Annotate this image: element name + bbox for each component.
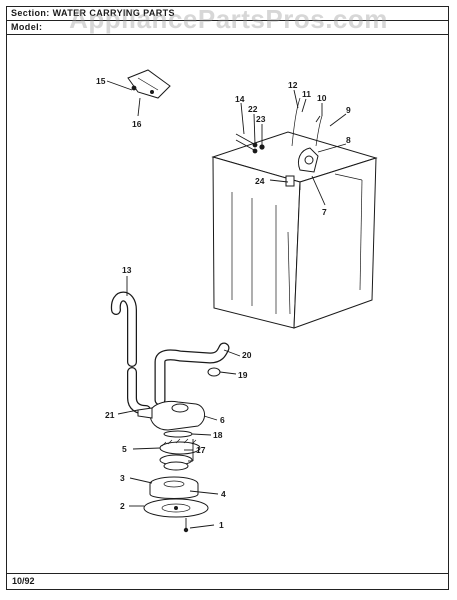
callout-20: 20: [242, 350, 252, 360]
callout-23: 23: [256, 114, 266, 124]
callout-3: 3: [120, 473, 125, 483]
callout-6: 6: [220, 415, 225, 425]
washer-cabinet: [211, 131, 378, 329]
callout-leaders: [106, 80, 347, 529]
callout-16: 16: [132, 119, 142, 129]
model-label: Model:: [11, 22, 43, 32]
water-pump: [137, 401, 205, 431]
callout-1: 1: [219, 520, 224, 530]
footer-date: 10/92: [7, 573, 448, 589]
callout-9: 9: [346, 105, 351, 115]
callout-13: 13: [122, 265, 132, 275]
base-screw: [183, 518, 189, 533]
section-label: Section:: [11, 8, 50, 18]
callout-labels: 1 2 3 4 5 6 7 8 9 10 11 12 13 14 15 16 1…: [96, 76, 351, 530]
callout-19: 19: [238, 370, 248, 380]
coupling: [159, 454, 193, 471]
callout-2: 2: [120, 501, 125, 511]
callout-21: 21: [105, 410, 115, 420]
callout-15: 15: [96, 76, 106, 86]
model-header: Model:: [7, 21, 448, 35]
mounting-screws: [235, 133, 265, 154]
callout-14: 14: [235, 94, 245, 104]
callout-10: 10: [317, 93, 327, 103]
pump-base: [143, 498, 209, 518]
callout-22: 22: [248, 104, 258, 114]
pump-gasket: [163, 430, 193, 438]
section-value: WATER CARRYING PARTS: [52, 8, 175, 18]
hose-clamp: [207, 367, 221, 377]
callout-8: 8: [346, 135, 351, 145]
section-header: Section: WATER CARRYING PARTS: [7, 7, 448, 21]
callout-7: 7: [322, 207, 327, 217]
diagram-frame: Section: WATER CARRYING PARTS Model: 10/…: [6, 6, 449, 590]
callout-4: 4: [221, 489, 226, 499]
water-valve-assembly: [285, 97, 323, 187]
callout-24: 24: [255, 176, 265, 186]
drain-hose: [110, 291, 151, 415]
callout-17: 17: [196, 445, 206, 455]
callout-11: 11: [302, 89, 311, 99]
callout-5: 5: [122, 444, 127, 454]
pump-housing: [149, 476, 199, 499]
callout-12: 12: [288, 80, 298, 90]
mixing-valve-bracket: [127, 69, 171, 99]
callout-18: 18: [213, 430, 223, 440]
pulley-gear: [159, 438, 201, 455]
pump-hose: [154, 342, 230, 406]
